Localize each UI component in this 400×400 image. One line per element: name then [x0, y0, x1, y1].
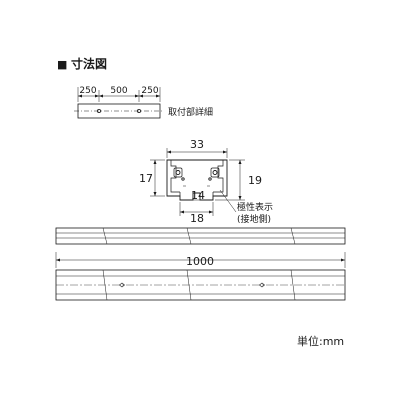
mount-dim-left: 250: [79, 86, 96, 96]
page-title: 寸法図: [71, 56, 107, 71]
mount-detail: [74, 87, 164, 119]
conductor-left: [175, 170, 181, 175]
mount-hole-right: [136, 109, 141, 114]
dim-width-33: 33: [190, 138, 204, 151]
cross-section: [166, 159, 228, 201]
polarity-label: 極性表示: [237, 201, 273, 213]
dim-height-19: 19: [248, 174, 262, 187]
dim-length-1000: 1000: [186, 255, 214, 268]
dim-inner-14: 14: [191, 189, 205, 202]
mount-dim-right: 250: [141, 86, 158, 96]
mount-detail-label: 取付部詳細: [168, 106, 213, 118]
unit-label: 単位:mm: [297, 334, 344, 348]
rail-top-view: [55, 269, 346, 301]
header-marker: ■: [57, 58, 67, 71]
conductor-right: [212, 170, 218, 175]
rail-side-view: [55, 227, 346, 245]
dim-height-17: 17: [139, 172, 153, 185]
mount-hole-left: [97, 109, 102, 114]
polarity-note: (接地側): [237, 213, 271, 225]
dim-bottom-18: 18: [190, 212, 204, 225]
polarity-leader: [219, 189, 237, 213]
mount-dim-center: 500: [110, 86, 127, 96]
